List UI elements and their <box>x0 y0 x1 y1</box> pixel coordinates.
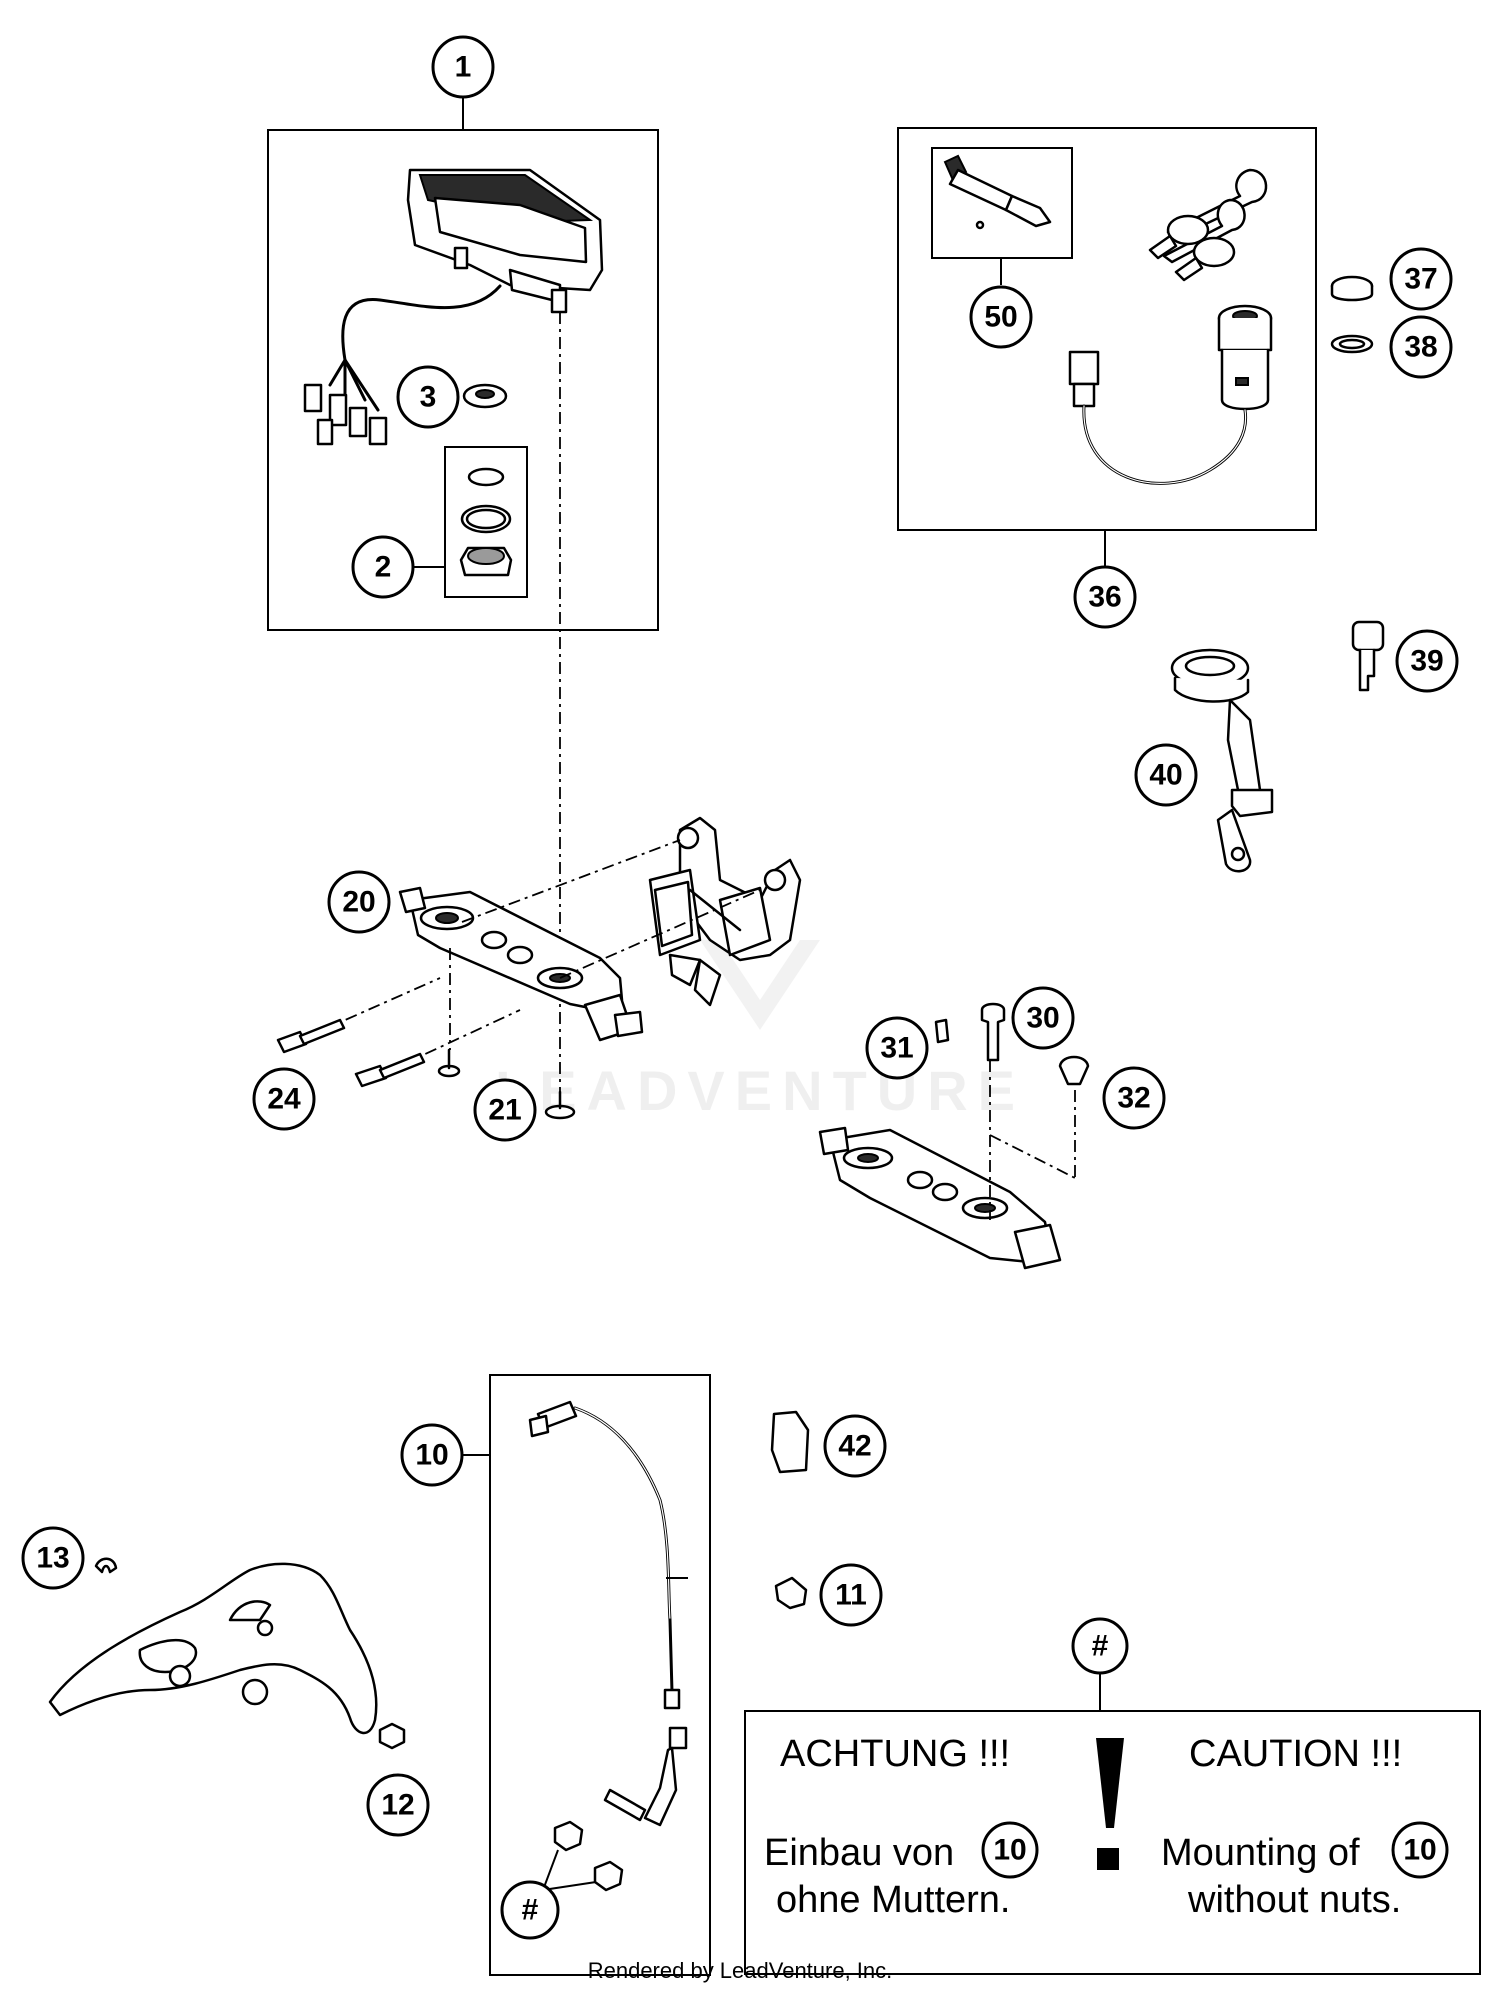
callout-37: 37 <box>1404 263 1437 296</box>
callout-31: 31 <box>880 1032 913 1065</box>
callout-24: 24 <box>267 1083 301 1116</box>
callout-2: 2 <box>375 551 392 584</box>
speed-sensor-group <box>460 1374 711 1976</box>
note-en-line2: without nuts. <box>1187 1879 1401 1921</box>
note-de-title: ACHTUNG !!! <box>780 1733 1010 1775</box>
watermark-text: LEADVENTURE <box>495 1059 1025 1122</box>
note-de-ref-circle <box>981 1821 1039 1879</box>
sensor-box <box>489 1374 711 1976</box>
callout-50: 50 <box>984 301 1017 334</box>
callout-hash-nuts: # <box>522 1894 539 1927</box>
callout-10: 10 <box>415 1439 448 1472</box>
footer-credit: Rendered by LeadVenture, Inc. <box>588 1958 893 1983</box>
callout-30: 30 <box>1026 1002 1059 1035</box>
part-24-bolts-drawing <box>276 1018 426 1088</box>
part-42-clip <box>770 1410 810 1474</box>
callout-hash-note: # <box>1092 1630 1109 1663</box>
ignition-switch-drawing <box>1217 304 1273 411</box>
callout-13: 13 <box>36 1542 69 1575</box>
exclamation-icon <box>1096 1738 1124 1828</box>
note-de-line2: ohne Muttern. <box>776 1879 1010 1921</box>
part-13-circlip <box>94 1557 118 1574</box>
ignition-lock-group <box>897 127 1385 873</box>
dashboard-unit-drawing <box>406 168 604 314</box>
headlight-bracket-drawing <box>648 816 802 1007</box>
callout-12: 12 <box>381 1789 414 1822</box>
part-39-key-drawing <box>1351 620 1385 692</box>
dashboard-group <box>267 98 659 1100</box>
callout-40: 40 <box>1149 759 1182 792</box>
key-pair-drawing <box>1148 168 1268 282</box>
note-en-title: CAUTION !!! <box>1189 1733 1402 1775</box>
part-21-screws-drawing <box>437 1048 576 1120</box>
connector-plugs <box>303 383 388 446</box>
part-30-pin <box>980 1002 1006 1062</box>
watermark: LEADVENTURE <box>495 940 1025 1122</box>
callouts: 1 3 2 50 37 38 36 39 40 20 24 21 30 31 3… <box>21 35 1459 1940</box>
caution-note: ACHTUNG !!! CAUTION !!! Einbau von ohne … <box>744 1664 1481 1975</box>
part-12-nut <box>378 1722 406 1750</box>
lower-triple-clamp-group <box>818 1002 1090 1270</box>
callout-39: 39 <box>1410 645 1443 678</box>
callout-32: 32 <box>1117 1082 1150 1115</box>
note-de-ref: 10 <box>993 1834 1026 1867</box>
part-40-bracket-drawing <box>1170 648 1274 873</box>
triple-clamp-group <box>276 816 802 1120</box>
part-11-clip <box>774 1576 808 1610</box>
note-de-line1: Einbau von <box>764 1832 954 1874</box>
callout-11: 11 <box>835 1579 867 1612</box>
callout-3: 3 <box>420 381 437 414</box>
callout-38: 38 <box>1404 331 1437 364</box>
part-32-plug <box>1058 1055 1090 1086</box>
callout-20: 20 <box>342 886 375 919</box>
callout-42: 42 <box>838 1430 871 1463</box>
disc-guard-drawing <box>48 1562 378 1735</box>
note-en-ref: 10 <box>1403 1834 1436 1867</box>
upper-triple-clamp-drawing <box>398 886 644 1042</box>
callout-1: 1 <box>455 51 472 84</box>
note-en-ref-circle <box>1391 1821 1449 1879</box>
ignition-box <box>897 127 1317 531</box>
note-box <box>744 1710 1481 1975</box>
part-31-bulb <box>934 1018 950 1044</box>
note-en-line1: Mounting of <box>1161 1832 1360 1874</box>
sensor-nuts-drawing <box>553 1820 624 1892</box>
callout-36: 36 <box>1088 581 1121 614</box>
part-2-subbox <box>444 446 528 598</box>
callout-21: 21 <box>488 1094 521 1127</box>
